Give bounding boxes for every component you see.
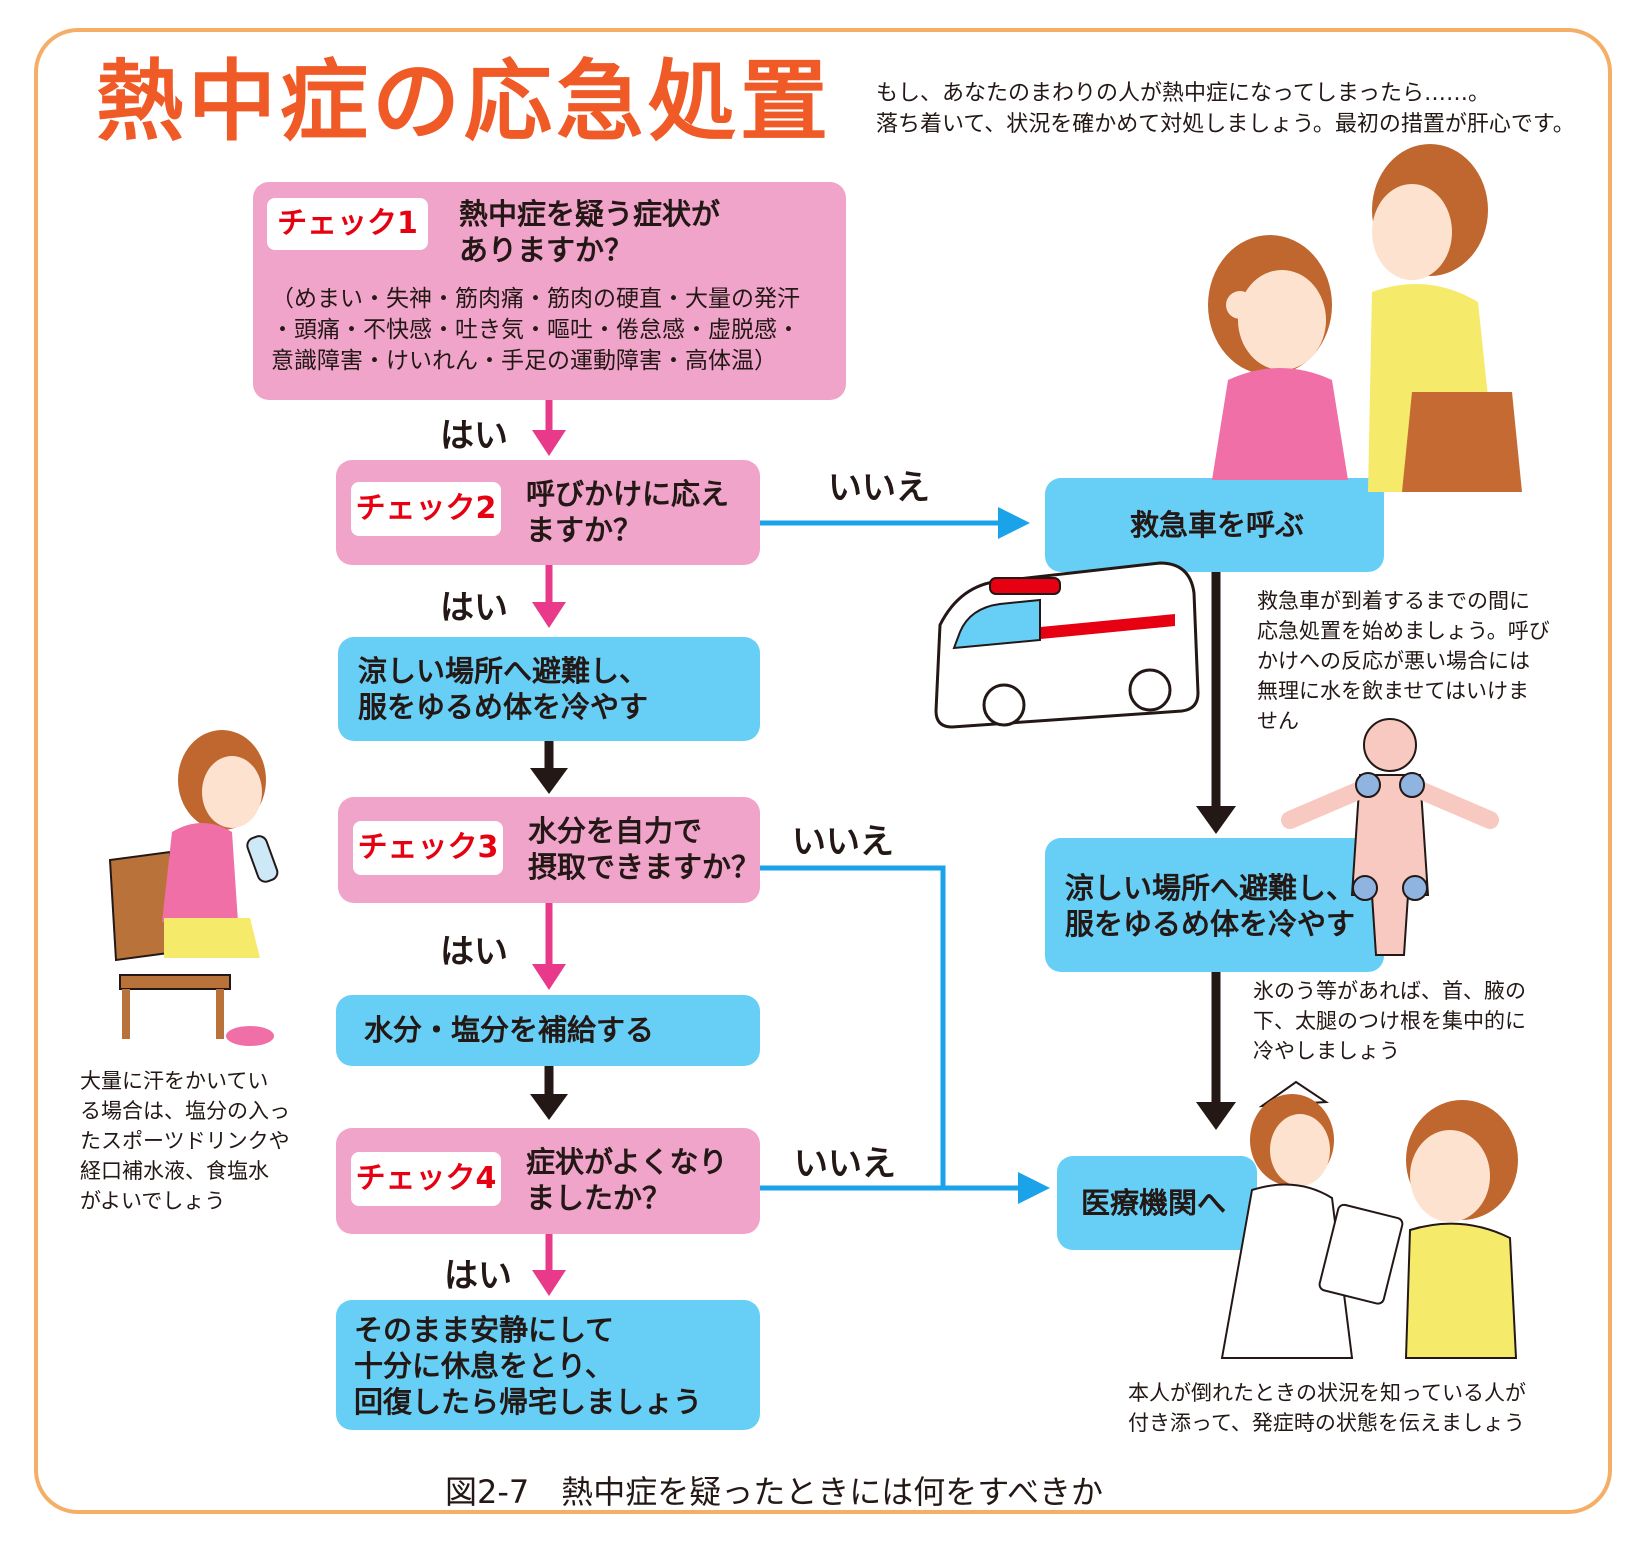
dizzy-girl-illustration: [1208, 235, 1348, 480]
body-cooling-illustration: [1281, 718, 1499, 956]
cool-down-box-right: 涼しい場所へ避難し、 服をゆるめ体を冷やす: [1045, 838, 1384, 972]
intro-text: もし、あなたのまわりの人が熱中症になってしまったら……。 落ち着いて、状況を確か…: [876, 78, 1575, 140]
hospital-text: 医療機関へ: [1081, 1186, 1227, 1220]
no-arrow-check2: [760, 507, 1030, 539]
down-arrow-4: [530, 1066, 568, 1120]
check-4-badge: チェック4: [351, 1152, 501, 1206]
yes-arrow-1: [532, 400, 566, 456]
hydrate-text: 水分・塩分を補給する: [364, 1013, 655, 1047]
check-1-badge: チェック1: [267, 198, 428, 250]
nurse-illustration: [1220, 1080, 1404, 1359]
intro-line-2: 落ち着いて、状況を確かめて対処しましょう。最初の措置が肝心です。: [876, 112, 1575, 137]
figure-caption: 図2-7 熱中症を疑ったときには何をすべきか: [445, 1473, 1104, 1511]
rest-box: そのまま安静にして 十分に休息をとり、 回復したら帰宅しましょう: [336, 1300, 760, 1430]
ambulance-text: 救急車を呼ぶ: [1130, 508, 1305, 542]
down-arrow-3: [530, 741, 568, 794]
check-2-question: 呼びかけに応え ますか？: [526, 477, 730, 547]
intro-line-1: もし、あなたのまわりの人が熱中症になってしまったら……。: [876, 81, 1491, 106]
yes-arrow-2: [532, 565, 566, 628]
hydrate-box: 水分・塩分を補給する: [336, 995, 760, 1066]
cool-down-text-right: 涼しい場所へ避難し、 服をゆるめ体を冷やす: [1065, 871, 1356, 941]
check-4-box: チェック4 症状がよくなり ましたか？: [336, 1128, 760, 1234]
rest-text: そのまま安静にして 十分に休息をとり、 回復したら帰宅しましょう: [354, 1313, 703, 1419]
yes-label-1: はい: [440, 416, 508, 456]
check-1-symptoms: （めまい・失神・筋肉痛・筋肉の硬直・大量の発汗 ・頭痛・不快感・吐き気・嘔吐・倦…: [271, 286, 800, 374]
down-arrow-ambulance: [1196, 572, 1236, 834]
yes-label-4: はい: [444, 1256, 512, 1296]
outer-frame: [34, 28, 1612, 1514]
hospital-box: 医療機関へ: [1057, 1156, 1257, 1250]
hospital-note: 本人が倒れたときの状況を知っている人が 付き添って、発症時の状態を伝えましょう: [1128, 1381, 1526, 1435]
yes-label-2: はい: [440, 588, 508, 628]
check-2-box: チェック2 呼びかけに応え ますか？: [336, 460, 760, 565]
ambulance-box: 救急車を呼ぶ: [1045, 478, 1384, 572]
down-arrow-cooling: [1196, 972, 1236, 1130]
companion-woman-illustration: [1404, 1100, 1518, 1359]
ice-note: 氷のう等があれば、首、腋の 下、太腿のつけ根を集中的に 冷やしましょう: [1253, 979, 1526, 1063]
no-label-check2: いいえ: [828, 468, 930, 508]
check-3-box: チェック3 水分を自力で 摂取できますか？: [338, 797, 760, 903]
check-4-question: 症状がよくなり ましたか？: [526, 1145, 728, 1215]
no-label-check3: いいえ: [792, 822, 894, 862]
ambulance-note: 救急車が到着するまでの間に 応急処置を始めましょう。呼び かけへの反応が悪い場合…: [1257, 589, 1550, 733]
ambulance-illustration: [934, 561, 1200, 729]
cool-down-text-left: 涼しい場所へ避難し、 服をゆるめ体を冷やす: [358, 654, 649, 724]
check-3-badge: チェック3: [353, 821, 503, 875]
check-1-question: 熱中症を疑う症状が ありますか？: [459, 197, 721, 267]
no-label-check4: いいえ: [794, 1144, 896, 1184]
yes-arrow-4: [532, 1234, 566, 1296]
page-title: 熱中症の応急処置: [96, 50, 833, 153]
yes-label-3: はい: [440, 932, 508, 972]
cool-down-box-left: 涼しい場所へ避難し、 服をゆるめ体を冷やす: [338, 637, 760, 741]
check-2-badge: チェック2: [351, 482, 501, 536]
check-1-box: チェック1 熱中症を疑う症状が ありますか？ （めまい・失神・筋肉痛・筋肉の硬直…: [253, 182, 846, 400]
drinking-girl-illustration: [108, 730, 279, 1046]
drink-note: 大量に汗をかいてい る場合は、塩分の入っ たスポーツドリンクや 経口補水液、食塩…: [80, 1069, 290, 1213]
check-3-question: 水分を自力で 摂取できますか？: [528, 814, 761, 884]
no-connector-check3-check4: [760, 865, 1050, 1204]
helper-woman-illustration: [1368, 144, 1522, 492]
yes-arrow-3: [532, 903, 566, 990]
